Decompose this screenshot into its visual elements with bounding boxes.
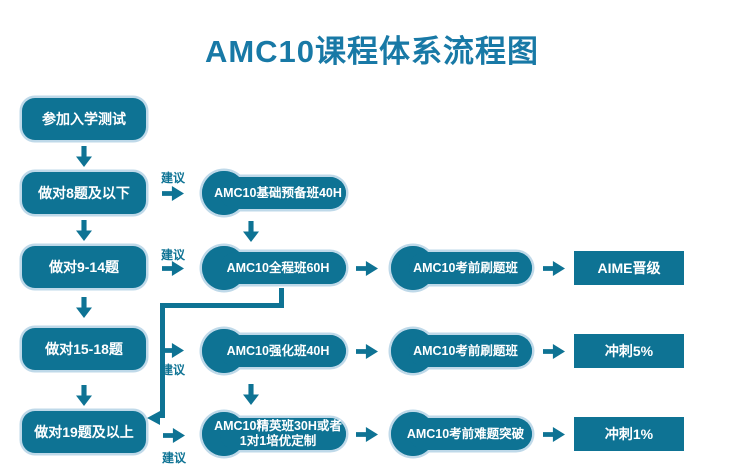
arrow-right-icon (356, 344, 378, 359)
connector-line-segment (279, 288, 284, 305)
node-score-9-14: 做对9-14题 (22, 246, 146, 288)
node-label: 做对15-18题 (45, 341, 123, 357)
arrow-right-icon (356, 427, 378, 442)
node-label: AMC10考前难题突破 (406, 426, 525, 441)
node-label: 做对8题及以下 (38, 185, 130, 201)
suggest-label: 建议 (161, 363, 186, 377)
node-label: 冲刺5% (604, 343, 654, 359)
node-label-line2: 1对1培优定制 (239, 434, 317, 448)
page-title: AMC10课程体系流程图 (204, 34, 540, 69)
node-label: AMC10全程班60H (226, 260, 330, 275)
connector-line-segment (160, 303, 165, 418)
connector-line-segment (160, 303, 284, 308)
node-score-8-below: 做对8题及以下 (22, 172, 146, 214)
suggest-label: 建议 (162, 451, 187, 465)
node-drill-after-intensive: AMC10考前刷题班 (391, 329, 532, 373)
node-label: AMC10基础预备班40H (214, 185, 342, 200)
arrow-down-icon (76, 146, 92, 167)
arrow-right-icon (162, 343, 184, 358)
node-course-elite: AMC10精英班30H或者 1对1培优定制 (202, 412, 346, 456)
suggest-label: 建议 (161, 171, 186, 185)
node-course-full: AMC10全程班60H (202, 246, 346, 290)
node-label: 做对19题及以上 (34, 424, 134, 440)
node-drill-after-full: AMC10考前刷题班 (391, 246, 532, 290)
node-sprint-top5: 冲刺5% (574, 334, 684, 368)
arrow-left-icon (147, 411, 160, 425)
node-aime-promotion: AIME晋级 (574, 251, 684, 285)
node-score-15-18: 做对15-18题 (22, 328, 146, 370)
arrow-down-icon (76, 220, 92, 241)
node-sprint-top1: 冲刺1% (574, 417, 684, 451)
suggest-label: 建议 (161, 248, 186, 262)
arrow-right-icon (356, 261, 378, 276)
node-course-intensive: AMC10强化班40H (202, 329, 346, 373)
arrow-right-icon (543, 427, 565, 442)
node-label: 参加入学测试 (42, 111, 126, 127)
arrow-right-icon (543, 344, 565, 359)
node-label: AMC10考前刷题班 (413, 260, 518, 275)
arrow-right-icon (162, 261, 184, 276)
node-label: AMC10强化班40H (226, 343, 330, 358)
node-entry-test: 参加入学测试 (22, 98, 146, 140)
node-label: 冲刺1% (604, 426, 654, 442)
arrow-down-icon (243, 221, 259, 242)
arrow-down-icon (243, 384, 259, 405)
node-label: AIME晋级 (597, 260, 661, 276)
arrow-down-icon (76, 297, 92, 318)
node-label: AMC10考前刷题班 (413, 343, 518, 358)
node-hard-breakthrough: AMC10考前难题突破 (391, 412, 532, 456)
arrow-right-icon (162, 186, 184, 201)
arrow-right-icon (543, 261, 565, 276)
node-label: 做对9-14题 (48, 259, 120, 275)
arrow-down-icon (76, 385, 92, 406)
arrow-right-icon (163, 428, 185, 443)
node-score-19-up: 做对19题及以上 (22, 411, 146, 453)
node-course-basic: AMC10基础预备班40H (202, 171, 346, 215)
node-label-line1: AMC10精英班30H或者 (214, 419, 342, 433)
